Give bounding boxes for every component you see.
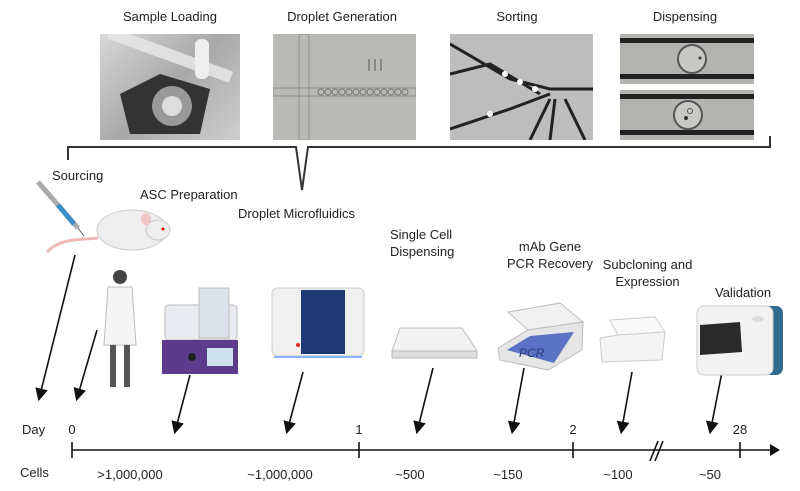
cell-count-asc: >1,000,000 — [97, 467, 163, 482]
panel-label-sample-loading: Sample Loading — [123, 9, 217, 24]
arrow-single-cell — [413, 367, 434, 435]
validation-instrument-icon — [696, 305, 783, 376]
arrow-subcloning — [616, 371, 633, 435]
sorting-photo — [450, 34, 593, 140]
panel-label-dispensing: Dispensing — [652, 9, 718, 24]
arrow-pcr — [507, 367, 525, 435]
step-label-asc-preparation: ASC Preparation — [140, 187, 238, 202]
step-label-sourcing: Sourcing — [52, 168, 104, 183]
deep-well-plate-icon — [599, 316, 666, 363]
sample-loading-photo — [100, 34, 240, 140]
cell-count-single-cell: ~500 — [395, 467, 425, 482]
droplet-instrument-icon — [271, 287, 365, 358]
cell-count-pcr: ~150 — [493, 467, 523, 482]
day-tick-1: 1 — [355, 422, 363, 437]
cells-axis-label: Cells — [20, 465, 49, 480]
panel-label-sorting: Sorting — [496, 9, 538, 24]
dispensing-photo — [620, 34, 754, 140]
pcr-machine-icon: PCR — [497, 302, 585, 371]
timeline-arrowhead — [770, 444, 780, 456]
arrow-validation — [705, 371, 723, 435]
asc-prep-instrument-icon — [162, 287, 238, 374]
day-tick-0: 0 — [68, 422, 76, 437]
scientist-icon — [103, 270, 137, 387]
mouse-icon — [45, 209, 171, 254]
syringe-icon — [36, 180, 85, 237]
arrow-sourcing — [35, 254, 76, 402]
arrow-asc-prep — [171, 374, 191, 435]
cell-count-droplet: ~1,000,000 — [247, 467, 313, 482]
step-label-droplet-microfluidics: Droplet Microfluidics — [238, 206, 356, 221]
arrow-asc-person — [73, 329, 98, 402]
pcr-text: PCR — [519, 346, 545, 360]
arrow-droplet — [283, 371, 304, 435]
day-tick-2: 2 — [569, 422, 577, 437]
well-plate-icon — [391, 327, 478, 359]
bracket — [67, 136, 771, 191]
step-label-validation: Validation — [715, 285, 772, 300]
droplet-generation-photo — [273, 34, 416, 140]
day-tick-28: 28 — [732, 422, 748, 437]
panel-label-droplet-generation: Droplet Generation — [287, 9, 397, 24]
day-axis-label: Day — [22, 422, 46, 437]
axis-break-icon — [649, 440, 664, 462]
cell-count-subcloning: ~100 — [603, 467, 633, 482]
cell-count-validation: ~50 — [698, 467, 722, 482]
